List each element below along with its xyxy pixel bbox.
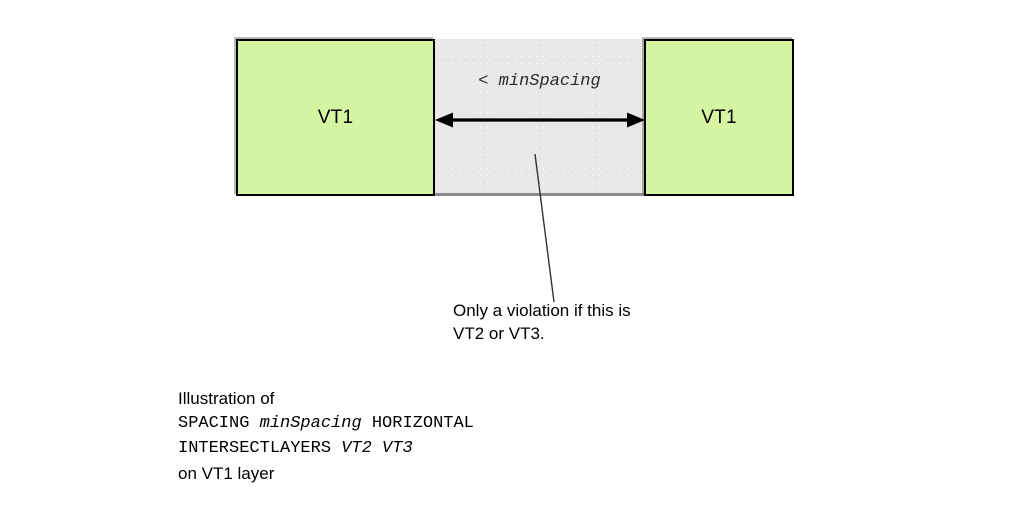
illustration-caption: Illustration of SPACING minSpacing HORIZ… [178, 386, 738, 486]
vt1-label-right: VT1 [701, 106, 737, 128]
caption-param-minspacing: minSpacing [259, 414, 362, 433]
leader-line-icon [534, 153, 555, 303]
violation-annotation-line-1: Only a violation if this is [453, 301, 631, 320]
caption-param-vt3: VT3 [382, 439, 413, 458]
caption-line-illustration-of: Illustration of [178, 389, 275, 408]
caption-param-vt2: VT2 [341, 439, 372, 458]
caption-line-intersectlayers: INTERSECTLAYERS VT2 VT3 [178, 436, 738, 461]
caption-keyword-spacing: SPACING [178, 414, 250, 433]
violation-annotation: Only a violation if this is VT2 or VT3. [453, 299, 631, 345]
vt1-label-left: VT1 [317, 106, 354, 128]
double-headed-arrow-icon [435, 112, 645, 128]
caption-keyword-horizontal: HORIZONTAL [371, 414, 474, 433]
violation-annotation-line-2: VT2 or VT3. [453, 324, 545, 343]
caption-line-spacing-rule: SPACING minSpacing HORIZONTAL [178, 411, 738, 436]
caption-keyword-intersectlayers: INTERSECTLAYERS [178, 439, 332, 458]
caption-line-on-vt1-layer: on VT1 layer [178, 464, 275, 483]
min-spacing-label: < minSpacing [478, 72, 601, 91]
vt1-shape-left: VT1 [236, 39, 435, 196]
vt1-shape-right: VT1 [644, 39, 794, 196]
spacing-gap-region [435, 39, 644, 196]
